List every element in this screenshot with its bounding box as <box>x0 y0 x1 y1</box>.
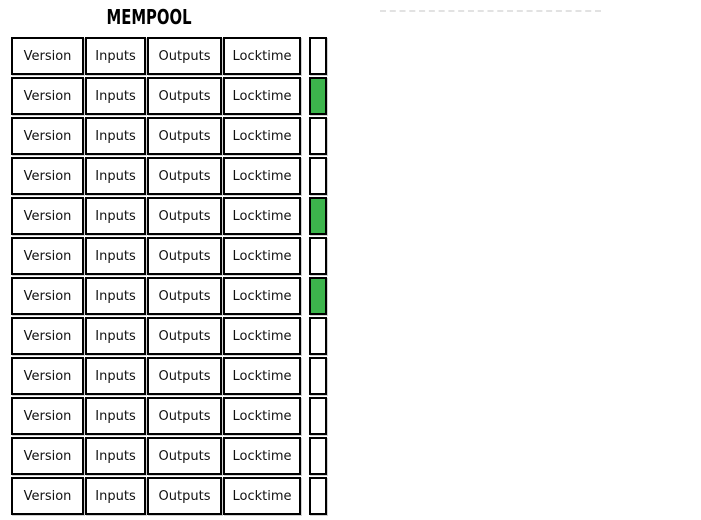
tx-field-inputs: Inputs <box>85 77 146 115</box>
tx-field-locktime: Locktime <box>223 117 301 155</box>
tx-field-version: Version <box>11 237 84 275</box>
block-boundary-dashed-line <box>380 10 601 12</box>
tx-field-inputs: Inputs <box>85 357 146 395</box>
tx-field-locktime: Locktime <box>223 37 301 75</box>
tx-status-box <box>309 477 327 515</box>
tx-status-box <box>309 197 327 235</box>
tx-field-version: Version <box>11 277 84 315</box>
tx-field-version: Version <box>11 477 84 515</box>
tx-field-inputs: Inputs <box>85 237 146 275</box>
tx-field-locktime: Locktime <box>223 477 301 515</box>
tx-field-outputs: Outputs <box>147 237 222 275</box>
tx-field-version: Version <box>11 37 84 75</box>
tx-status-box <box>309 157 327 195</box>
tx-field-outputs: Outputs <box>147 277 222 315</box>
tx-field-locktime: Locktime <box>223 397 301 435</box>
tx-field-inputs: Inputs <box>85 397 146 435</box>
tx-field-inputs: Inputs <box>85 317 146 355</box>
tx-field-outputs: Outputs <box>147 77 222 115</box>
tx-field-outputs: Outputs <box>147 37 222 75</box>
tx-status-box <box>309 437 327 475</box>
tx-field-locktime: Locktime <box>223 317 301 355</box>
tx-field-version: Version <box>11 437 84 475</box>
tx-field-inputs: Inputs <box>85 197 146 235</box>
tx-field-version: Version <box>11 77 84 115</box>
tx-field-version: Version <box>11 117 84 155</box>
tx-field-locktime: Locktime <box>223 197 301 235</box>
mempool-title: MEMPOOL <box>106 5 192 29</box>
tx-field-inputs: Inputs <box>85 477 146 515</box>
tx-field-inputs: Inputs <box>85 37 146 75</box>
tx-status-box <box>309 37 327 75</box>
tx-field-version: Version <box>11 317 84 355</box>
tx-status-box <box>309 117 327 155</box>
tx-field-inputs: Inputs <box>85 117 146 155</box>
tx-field-version: Version <box>11 157 84 195</box>
tx-status-box <box>309 317 327 355</box>
tx-field-outputs: Outputs <box>147 317 222 355</box>
tx-field-locktime: Locktime <box>223 237 301 275</box>
tx-status-box <box>309 357 327 395</box>
tx-field-outputs: Outputs <box>147 357 222 395</box>
tx-field-outputs: Outputs <box>147 157 222 195</box>
tx-field-locktime: Locktime <box>223 157 301 195</box>
tx-field-inputs: Inputs <box>85 277 146 315</box>
tx-field-outputs: Outputs <box>147 117 222 155</box>
tx-field-version: Version <box>11 197 84 235</box>
tx-field-outputs: Outputs <box>147 477 222 515</box>
tx-field-outputs: Outputs <box>147 197 222 235</box>
tx-field-inputs: Inputs <box>85 437 146 475</box>
tx-field-version: Version <box>11 397 84 435</box>
tx-status-box <box>309 237 327 275</box>
tx-status-box <box>309 397 327 435</box>
tx-field-outputs: Outputs <box>147 397 222 435</box>
tx-field-outputs: Outputs <box>147 437 222 475</box>
tx-field-locktime: Locktime <box>223 77 301 115</box>
tx-field-locktime: Locktime <box>223 357 301 395</box>
tx-field-locktime: Locktime <box>223 437 301 475</box>
tx-field-locktime: Locktime <box>223 277 301 315</box>
tx-field-inputs: Inputs <box>85 157 146 195</box>
tx-status-box <box>309 277 327 315</box>
tx-status-box <box>309 77 327 115</box>
tx-field-version: Version <box>11 357 84 395</box>
